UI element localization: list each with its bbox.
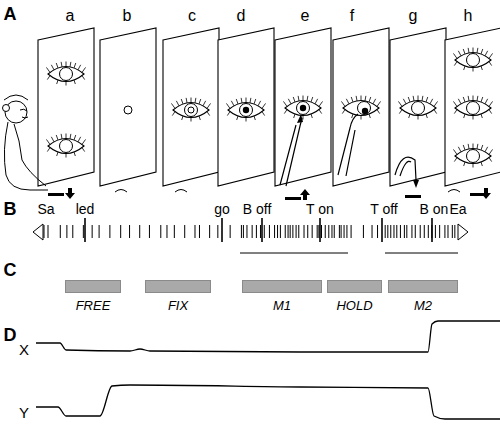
eye-symbol bbox=[46, 62, 85, 86]
screen bbox=[38, 28, 94, 186]
eye-symbol bbox=[341, 96, 380, 120]
epoch-fill bbox=[388, 280, 458, 293]
event-label: B off bbox=[243, 202, 272, 216]
press-arrow bbox=[481, 188, 491, 199]
screen bbox=[390, 28, 446, 186]
arm bbox=[338, 114, 358, 176]
event-label: X bbox=[19, 342, 29, 357]
monkey bbox=[3, 95, 49, 190]
button bbox=[48, 193, 64, 196]
epoch-bar: FREE bbox=[65, 280, 121, 313]
eye-symbol bbox=[398, 96, 437, 120]
eye-symbol bbox=[453, 144, 492, 168]
screen bbox=[333, 28, 389, 186]
event-label: Y bbox=[19, 405, 29, 420]
event-label: T on bbox=[306, 202, 334, 216]
eye-symbol bbox=[171, 98, 210, 122]
frame-letter: f bbox=[350, 8, 354, 24]
eye-traces bbox=[36, 321, 500, 419]
frame-letter: h bbox=[464, 8, 473, 24]
screen bbox=[445, 28, 500, 186]
button bbox=[405, 195, 421, 198]
epoch-fill bbox=[327, 280, 382, 293]
press-arrow bbox=[300, 189, 310, 200]
arm bbox=[280, 118, 302, 186]
eye-symbol bbox=[46, 134, 85, 158]
frame-letter: c bbox=[188, 8, 196, 24]
epoch-fill bbox=[145, 280, 211, 293]
screen bbox=[163, 28, 219, 186]
epoch-label: FREE bbox=[65, 298, 121, 313]
epoch-bar: HOLD bbox=[327, 280, 382, 313]
event-label: go bbox=[214, 202, 230, 216]
eye-symbol bbox=[226, 98, 265, 122]
eye-symbol bbox=[453, 48, 492, 72]
epoch-label: M1 bbox=[242, 298, 322, 313]
frame-letter: b bbox=[123, 8, 132, 24]
epoch-bar: M2 bbox=[388, 280, 458, 313]
spike-raster bbox=[33, 218, 468, 253]
button bbox=[285, 197, 301, 200]
screen bbox=[275, 28, 331, 186]
eye-symbol bbox=[283, 96, 322, 120]
panel-letter: A bbox=[4, 5, 17, 23]
epoch-fill bbox=[242, 280, 322, 293]
event-label: T off bbox=[370, 202, 398, 216]
epoch-label: FIX bbox=[145, 298, 211, 313]
epoch-fill bbox=[65, 280, 121, 293]
arm bbox=[395, 157, 416, 180]
panel-letter: B bbox=[4, 200, 17, 218]
press-arrow bbox=[65, 188, 75, 199]
panel-a-drawing bbox=[3, 28, 500, 200]
frame-letter: g bbox=[409, 8, 418, 24]
epoch-bar: FIX bbox=[145, 280, 211, 313]
event-label: led bbox=[76, 202, 95, 216]
event-label: B on bbox=[420, 202, 449, 216]
screen bbox=[218, 28, 274, 186]
epoch-bar: M1 bbox=[242, 280, 322, 313]
panel-letter: C bbox=[4, 261, 17, 279]
event-label: Sa bbox=[37, 202, 54, 216]
screen bbox=[100, 28, 156, 186]
epoch-label: HOLD bbox=[327, 298, 382, 313]
frame-letter: e bbox=[301, 8, 310, 24]
panel-letter: D bbox=[4, 326, 17, 344]
event-label: Ea bbox=[449, 202, 466, 216]
frame-letter: a bbox=[66, 8, 75, 24]
eye-symbol bbox=[453, 96, 492, 120]
epoch-label: M2 bbox=[388, 298, 458, 313]
frame-letter: d bbox=[237, 8, 246, 24]
